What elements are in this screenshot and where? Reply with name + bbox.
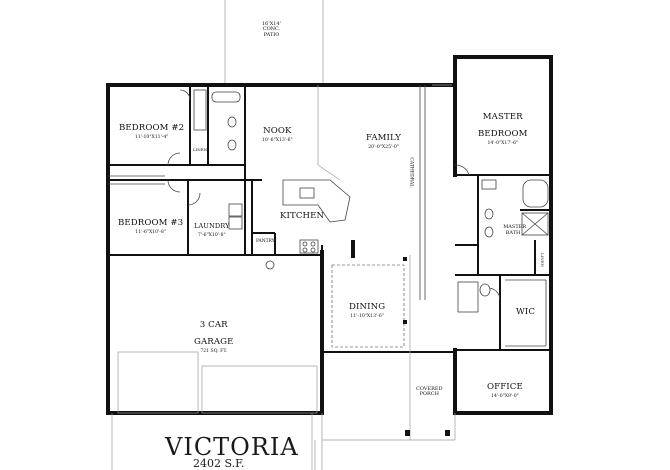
plan-area: 2402 S.F.	[193, 457, 245, 470]
patio-label: 16'X14' CONC. PATIO	[262, 21, 282, 38]
covered-porch-label: COVERED PORCH	[416, 386, 443, 398]
kitchen-walls	[245, 179, 355, 270]
garage-doors	[111, 351, 318, 470]
master-suite-walls	[454, 164, 551, 351]
bedroom-wing-walls	[108, 85, 246, 256]
porch-lines	[314, 352, 456, 470]
office-label: OFFICE 14'-0"X9'-0"	[487, 382, 523, 399]
bedroom2-label: BEDROOM #2 11'-10"X11'-4"	[119, 123, 185, 140]
master-bedroom-label: MASTER BEDROOM 14'-0"X17'-6"	[478, 112, 528, 146]
bedroom3-label: BEDROOM #3 11'-6"X10'-8"	[118, 218, 184, 235]
wic-label: WIC	[516, 307, 536, 317]
cathedral-label: CATHEDRAL	[408, 157, 414, 188]
garage-label: 3 CAR GARAGE 721 SQ. FT.	[194, 320, 234, 354]
master-bath-label: MASTER BATH	[503, 224, 527, 236]
plan-title: VICTORIA	[165, 433, 299, 461]
family-label: FAMILY 20'-0"X25'-0"	[366, 133, 402, 150]
dining-label: DINING 11'-10"X13'-6"	[349, 302, 386, 319]
laundry-label: LAUNDRY 7'-6"X10'-8"	[194, 222, 230, 238]
dining-area	[331, 255, 411, 352]
kitchen-label: KITCHEN	[280, 211, 325, 221]
nook-label: NOOK 10'-6"X13'-6"	[262, 126, 293, 143]
linen-label: LINEN	[193, 147, 208, 152]
open-area-lines	[317, 84, 452, 300]
patio-outline	[224, 0, 324, 85]
pantry-label: PANTRY	[256, 239, 275, 244]
linen2-label: LINEN	[540, 253, 546, 268]
